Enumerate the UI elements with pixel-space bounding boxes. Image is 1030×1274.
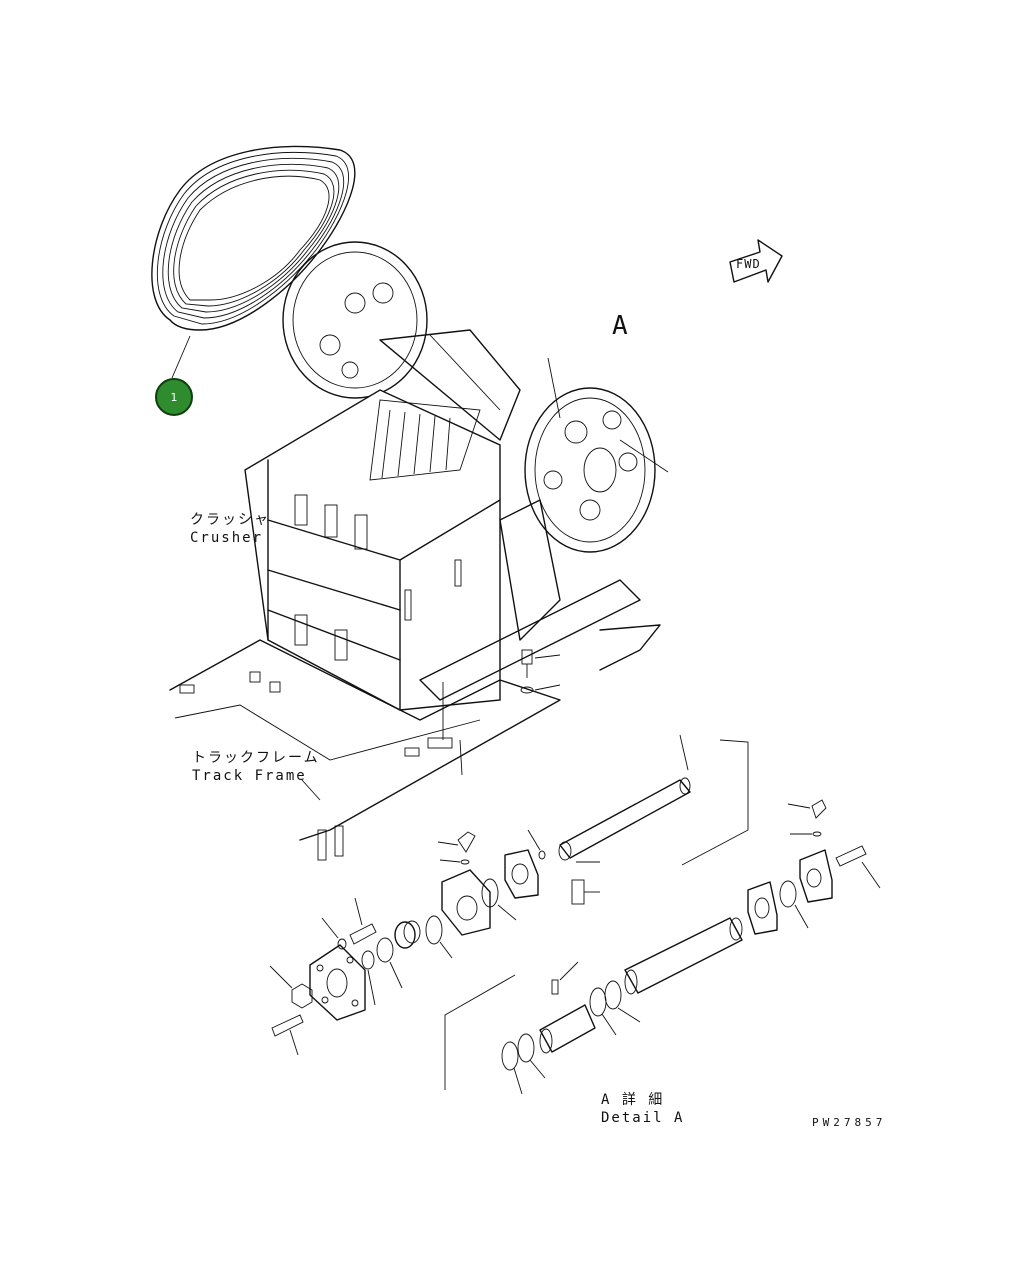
v-belt <box>151 145 356 379</box>
fwd-label: FWD <box>736 257 761 271</box>
crusher-label-jp: クラッシャ <box>190 512 270 528</box>
detail-a-parts <box>269 734 881 1095</box>
drawing-number: PW27857 <box>812 1116 887 1129</box>
track-frame-label-en: Track Frame <box>192 768 307 784</box>
detail-a-title-en: Detail A <box>601 1110 685 1126</box>
callout-number: 1 <box>170 390 178 404</box>
track-frame-label-jp: トラックフレーム <box>192 750 320 766</box>
callout-1[interactable]: 1 <box>155 378 193 416</box>
fwd-arrow <box>729 239 783 283</box>
detail-a-title-jp: A 詳 細 <box>601 1092 665 1108</box>
crusher-label-en: Crusher <box>190 530 264 546</box>
track-frame <box>169 624 661 861</box>
crusher-assembly <box>244 241 669 711</box>
detail-a-marker: A <box>612 311 628 341</box>
